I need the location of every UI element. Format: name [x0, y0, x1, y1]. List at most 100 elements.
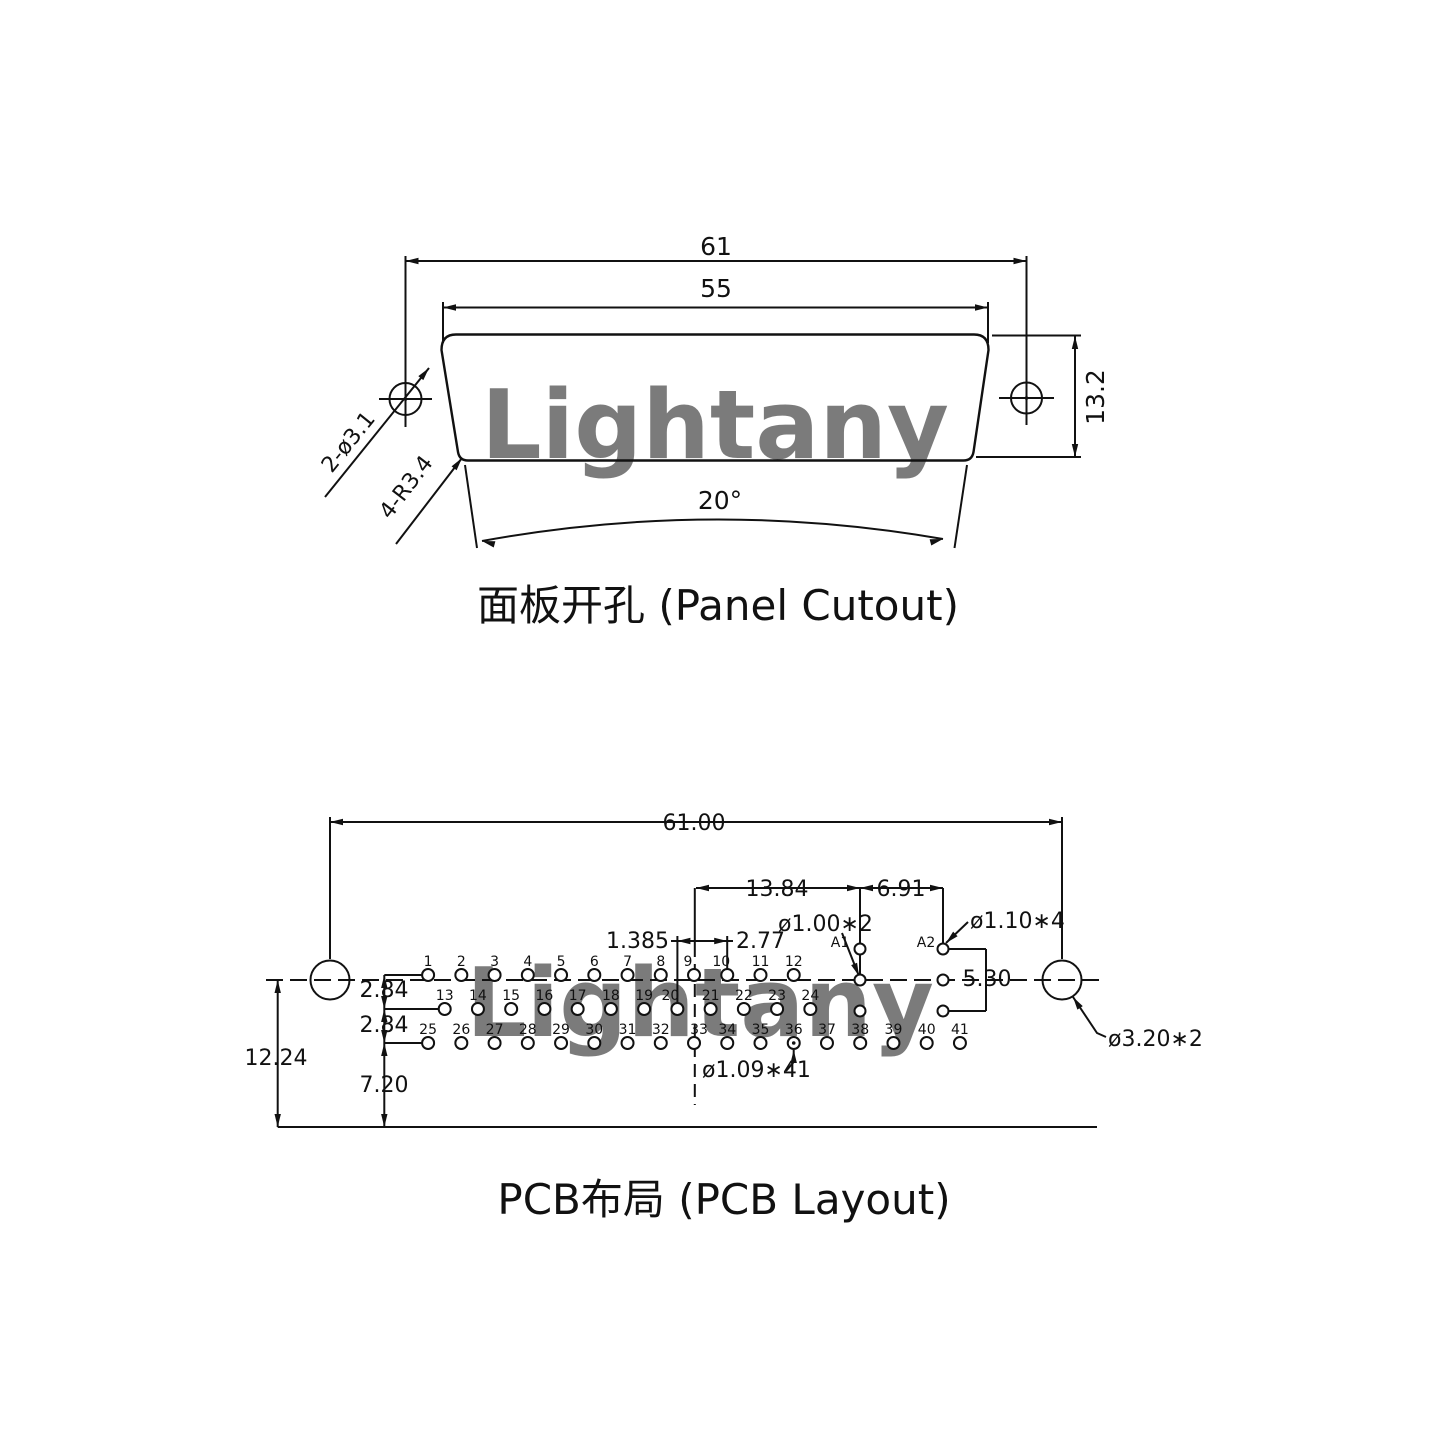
label-a-center-holes: ø1.00∗2: [778, 912, 873, 937]
pin-number-10: 10: [712, 954, 730, 970]
pin-number-18: 18: [602, 988, 620, 1004]
panel-mount-hole-right: [1010, 381, 1043, 415]
pin-number-14: 14: [469, 988, 487, 1004]
pin-hole-17: [570, 1002, 585, 1016]
pcb-mount-hole-right: [1041, 959, 1083, 1001]
pin-hole-3: [487, 968, 502, 982]
pin-number-5: 5: [557, 954, 566, 970]
label-pin-holes: ø1.09∗41: [702, 1058, 811, 1083]
dim-text-13-2: 13.2: [1081, 369, 1110, 425]
pin-number-27: 27: [486, 1022, 504, 1038]
dim-text-55: 55: [700, 274, 732, 303]
pin-hole-19: [637, 1002, 652, 1016]
pin-hole-38: [853, 1036, 868, 1050]
pin-number-22: 22: [735, 988, 753, 1004]
pin-number-33: 33: [690, 1022, 708, 1038]
pcb-mount-hole-left: [309, 959, 351, 1001]
pin-hole-12: [786, 968, 801, 982]
pin-hole-1: [421, 968, 436, 982]
pin-hole-4: [520, 968, 535, 982]
pin-hole-13: [437, 1002, 452, 1016]
pin-number-36: 36: [785, 1022, 803, 1038]
leader-mount-holes-pcb: [1072, 996, 1107, 1038]
dim-text-2-84-a: 2.84: [360, 978, 409, 1003]
pin-hole-22: [736, 1002, 751, 1016]
pin-number-30: 30: [585, 1022, 603, 1038]
pin-number-20: 20: [661, 988, 679, 1004]
pin-number-7: 7: [623, 954, 632, 970]
angle-arc: [481, 518, 944, 542]
pin-number-41: 41: [951, 1022, 969, 1038]
pin-number-31: 31: [619, 1022, 637, 1038]
pin-hole-40: [919, 1036, 934, 1050]
pin-number-11: 11: [752, 954, 770, 970]
pin-hole-34: [720, 1036, 735, 1050]
pin-hole-21: [703, 1002, 718, 1016]
panel-cutout-view: Lightany 61 55 13.2: [317, 232, 1110, 630]
panel-mount-hole-left: [388, 382, 423, 416]
pin-hole-2: [454, 968, 469, 982]
pin-number-6: 6: [590, 954, 599, 970]
a1-outer-hole-bottom: [853, 1004, 867, 1018]
dim-text-13-84: 13.84: [746, 877, 809, 902]
pin-number-1: 1: [424, 954, 433, 970]
label-corner-radius: 4-R3.4: [375, 451, 439, 524]
dim-text-12-24: 12.24: [245, 1046, 308, 1071]
pin-hole-11: [753, 968, 768, 982]
dim-text-61: 61: [700, 232, 732, 261]
leader-mount-holes: [324, 367, 430, 498]
a2-outer-hole-bottom: [936, 1004, 950, 1018]
pcb-layout-title: PCB布局 (PCB Layout): [497, 1175, 950, 1224]
pin-hole-25: [421, 1036, 436, 1050]
pin-number-12: 12: [785, 954, 803, 970]
dim-text-1-385: 1.385: [606, 929, 669, 954]
a1-outer-hole-top: [853, 942, 867, 956]
dim-text-61-00: 61.00: [663, 811, 726, 836]
pin-number-13: 13: [436, 988, 454, 1004]
pin-hole-29: [554, 1036, 569, 1050]
pin-center-dot: [791, 1041, 796, 1045]
pin-hole-23: [770, 1002, 785, 1016]
pin-hole-9: [687, 968, 702, 982]
pin-number-9: 9: [684, 954, 693, 970]
pin-number-39: 39: [885, 1022, 903, 1038]
pin-hole-6: [587, 968, 602, 982]
pin-number-24: 24: [801, 988, 819, 1004]
pin-hole-16: [537, 1002, 552, 1016]
label-a2: A2: [917, 935, 935, 951]
label-a-outer-holes: ø1.10∗4: [970, 909, 1065, 934]
pin-number-34: 34: [718, 1022, 736, 1038]
dim-text-5-30: 5.30: [963, 967, 1012, 992]
pin-number-28: 28: [519, 1022, 537, 1038]
pin-number-40: 40: [918, 1022, 936, 1038]
pin-number-23: 23: [768, 988, 786, 1004]
watermark-text: Lightany: [481, 371, 949, 481]
pin-hole-26: [454, 1036, 469, 1050]
pin-number-26: 26: [452, 1022, 470, 1038]
pin-hole-33: [687, 1036, 702, 1050]
pin-hole-37: [819, 1036, 834, 1050]
pin-number-29: 29: [552, 1022, 570, 1038]
pin-hole-7: [620, 968, 635, 982]
panel-cutout-outline: [440, 333, 990, 462]
pin-number-38: 38: [851, 1022, 869, 1038]
pin-hole-35: [753, 1036, 768, 1050]
pin-hole-27: [487, 1036, 502, 1050]
label-mount-holes-pcb: ø3.20∗2: [1108, 1027, 1203, 1052]
pin-number-25: 25: [419, 1022, 437, 1038]
dim-text-6-91: 6.91: [877, 877, 926, 902]
leader-corner-radius: [395, 457, 463, 545]
pin-hole-31: [620, 1036, 635, 1050]
pin-hole-32: [653, 1036, 668, 1050]
pin-number-32: 32: [652, 1022, 670, 1038]
pin-number-15: 15: [502, 988, 520, 1004]
pin-hole-14: [470, 1002, 485, 1016]
label-a1: A1: [831, 935, 849, 951]
pin-number-3: 3: [490, 954, 499, 970]
pin-hole-18: [603, 1002, 618, 1016]
a1-center-hole: [853, 973, 867, 987]
pin-hole-39: [886, 1036, 901, 1050]
pin-hole-30: [587, 1036, 602, 1050]
dim-text-20deg: 20°: [698, 486, 742, 515]
